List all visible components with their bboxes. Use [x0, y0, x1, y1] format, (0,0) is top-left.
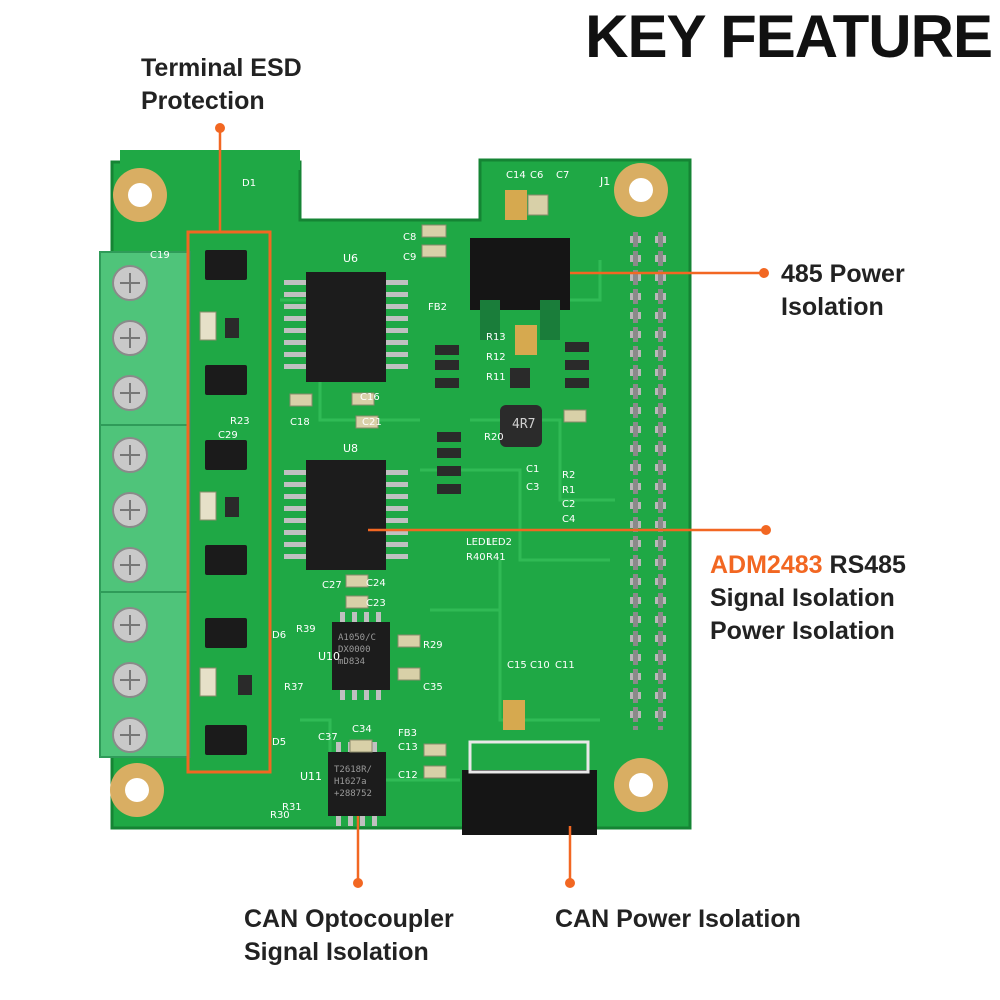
- power-module-485: [470, 238, 570, 310]
- callout-can-opto: CAN Optocoupler Signal Isolation: [244, 903, 454, 969]
- callout-can-power: CAN Power Isolation: [555, 903, 801, 936]
- callout-esd: Terminal ESD Protection: [141, 52, 302, 118]
- u10-mark-1: A1050/C: [338, 633, 376, 643]
- page-title: KEY FEATURE: [585, 3, 993, 70]
- callout-can-opto-line2: Signal Isolation: [244, 938, 429, 966]
- u11-mark-1: T2618R/: [334, 765, 372, 775]
- u11-mark-3: +288752: [334, 789, 372, 799]
- silk-u8: U8: [343, 442, 358, 455]
- chip-u6: [284, 272, 408, 382]
- silk-u11: U11: [300, 770, 322, 783]
- u10-mark-2: DX0000: [338, 645, 371, 655]
- screw-terminal-block: [99, 251, 191, 758]
- chip-name-adm2483: ADM2483: [710, 551, 823, 579]
- callout-adm-line1: ADM2483 RS485: [710, 549, 906, 582]
- inductor: [500, 405, 542, 447]
- chip-u10: [332, 612, 390, 700]
- mounting-holes: [110, 163, 668, 817]
- callout-adm-line2: Signal Isolation: [710, 584, 895, 612]
- callout-lines: [215, 123, 771, 888]
- u10-mark-3: mD834: [338, 657, 365, 667]
- gpio-header: [624, 230, 674, 730]
- esd-passives: [199, 311, 217, 697]
- esd-diodes: [205, 250, 247, 755]
- callout-adm-rs485: RS485: [822, 551, 906, 579]
- callout-adm2483: ADM2483 RS485 Signal Isolation Power Iso…: [710, 549, 906, 648]
- callout-esd-line2: Protection: [141, 87, 265, 115]
- esd-highlight-box: [186, 230, 272, 774]
- callout-adm-line3: Power Isolation: [710, 617, 895, 645]
- silk-j1: J1: [599, 175, 610, 188]
- power-module-can: [462, 770, 597, 835]
- callout-485-line2: Isolation: [781, 293, 884, 321]
- callout-esd-line1: Terminal ESD: [141, 54, 302, 82]
- callout-can-power-line1: CAN Power Isolation: [555, 905, 801, 933]
- chip-u11: [328, 742, 386, 826]
- inductor-mark: 4R7: [512, 417, 535, 432]
- silk-u6: U6: [343, 252, 358, 265]
- callout-can-opto-line1: CAN Optocoupler: [244, 905, 454, 933]
- callout-485-line1: 485 Power: [781, 260, 905, 288]
- u11-mark-2: H1627a: [334, 777, 367, 787]
- chip-u8: [284, 460, 408, 570]
- callout-485-power: 485 Power Isolation: [781, 258, 905, 324]
- silk-u10: U10: [318, 650, 340, 663]
